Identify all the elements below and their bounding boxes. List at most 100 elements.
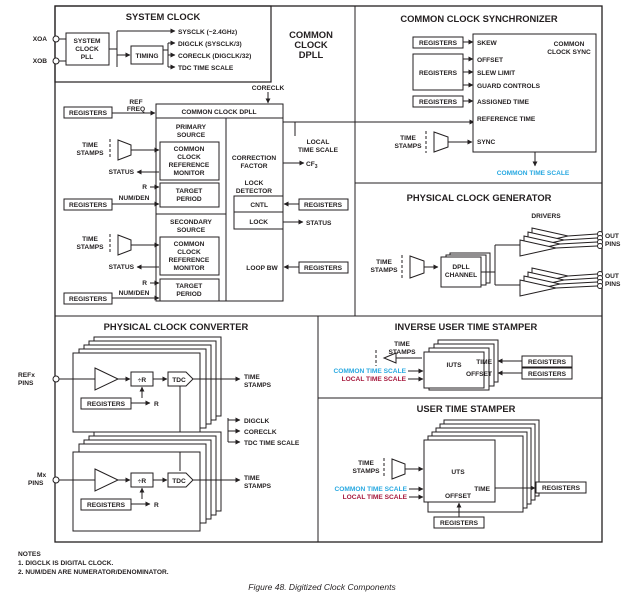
registers-offset-group — [412, 53, 464, 91]
svg-text:CNTL: CNTL — [250, 202, 268, 209]
iuts-output-arrow — [375, 350, 422, 366]
svg-text:TARGET: TARGET — [176, 188, 203, 195]
svg-text:TIME: TIME — [82, 142, 98, 149]
svg-text:STATUS: STATUS — [109, 169, 135, 176]
svg-text:REGISTERS: REGISTERS — [304, 265, 343, 272]
mx-pin — [52, 476, 60, 484]
out-pins-top-2: PINS — [605, 241, 621, 248]
svg-text:STAMPS: STAMPS — [77, 150, 105, 157]
svg-text:TIME: TIME — [358, 460, 374, 467]
svg-text:REGISTERS: REGISTERS — [528, 371, 567, 378]
svg-text:MONITOR: MONITOR — [173, 170, 204, 177]
svg-text:REGISTERS: REGISTERS — [419, 40, 458, 47]
uts-block — [423, 439, 496, 503]
svg-text:REGISTERS: REGISTERS — [87, 401, 126, 408]
svg-text:IUTS: IUTS — [446, 362, 462, 369]
system-clock-title: SYSTEM CLOCK — [126, 11, 201, 22]
drivers-stack-bottom — [519, 267, 603, 297]
converter-upper-block — [72, 352, 201, 433]
converter-upper-buffer — [94, 367, 120, 391]
converter-digclk: DIGCLK — [244, 418, 270, 425]
primary-reference-monitor — [159, 141, 220, 181]
svg-text:LOCAL: LOCAL — [307, 139, 330, 146]
svg-text:OFFSET: OFFSET — [466, 371, 492, 378]
converter-coreclk: CORECLK — [244, 429, 277, 436]
iuts-common-time-scale: COMMON TIME SCALE — [333, 368, 406, 375]
svg-text:REGISTERS: REGISTERS — [69, 110, 108, 117]
svg-text:SOURCE: SOURCE — [177, 132, 206, 139]
cf3-label: CF3 — [306, 161, 318, 170]
svg-text:REGISTERS: REGISTERS — [69, 202, 108, 209]
svg-text:SYNC: SYNC — [477, 139, 496, 146]
svg-text:NUM/DEN: NUM/DEN — [119, 290, 150, 297]
svg-text:GUARD CONTROLS: GUARD CONTROLS — [477, 83, 541, 90]
converter-title: PHYSICAL CLOCK CONVERTER — [104, 321, 249, 332]
converter-lower-buffer — [94, 468, 120, 492]
synchronizer-title: COMMON CLOCK SYNCHRONIZER — [400, 13, 558, 24]
time-stamps-mux-primary — [109, 139, 160, 161]
svg-text:DETECTOR: DETECTOR — [236, 188, 272, 195]
svg-text:STAMPS: STAMPS — [353, 468, 381, 475]
uts-common-time-scale: COMMON TIME SCALE — [334, 486, 407, 493]
iuts-title: INVERSE USER TIME STAMPER — [395, 321, 538, 332]
mx-pins-2: PINS — [28, 480, 44, 487]
svg-text:FREQ: FREQ — [127, 106, 145, 113]
svg-text:SYSTEM: SYSTEM — [73, 38, 101, 45]
converter-upper-tdc — [167, 371, 194, 387]
svg-text:CLOCK SYNC: CLOCK SYNC — [547, 49, 591, 56]
converter-lower-tdc — [167, 472, 194, 488]
common-dpll-title-3: DPLL — [299, 49, 324, 60]
svg-text:TIME: TIME — [244, 374, 260, 381]
svg-text:STAMPS: STAMPS — [244, 483, 272, 490]
converter-tdc-time-scale: TDC TIME SCALE — [244, 440, 300, 447]
generator-title: PHYSICAL CLOCK GENERATOR — [407, 192, 552, 203]
note-2: 2. NUM/DEN ARE NUMERATOR/DENOMINATOR. — [18, 569, 169, 576]
coreclk-label: CORECLK — [252, 85, 285, 92]
uts-registers-time — [535, 481, 587, 494]
out-pins-bottom-1: OUT — [605, 273, 619, 280]
secondary-reference-monitor — [159, 236, 220, 276]
dpll-block-title: COMMON CLOCK DPLL — [181, 109, 256, 116]
refx-pins-2: PINS — [18, 380, 34, 387]
svg-text:REGISTERS: REGISTERS — [528, 359, 567, 366]
svg-text:TIME: TIME — [476, 359, 492, 366]
svg-text:TIME: TIME — [82, 236, 98, 243]
sync-common-time-scale: COMMON TIME SCALE — [497, 170, 570, 177]
svg-text:CLOCK: CLOCK — [177, 249, 201, 256]
dpll-channel-block — [440, 256, 482, 288]
out-pins-bottom-2: PINS — [605, 281, 621, 288]
iuts-block — [423, 351, 485, 389]
svg-text:÷R: ÷R — [138, 478, 147, 485]
refx-pins-1: REFx — [18, 372, 35, 379]
svg-text:UTS: UTS — [451, 469, 465, 476]
coreclk-output: CORECLK (DIGCLK/32) — [178, 53, 251, 60]
svg-text:REGISTERS: REGISTERS — [87, 502, 126, 509]
svg-text:LOCK: LOCK — [249, 219, 268, 226]
xob-label: XOB — [33, 58, 48, 65]
svg-text:LOOP BW: LOOP BW — [246, 265, 278, 272]
tdc-time-scale-output: TDC TIME SCALE — [178, 65, 234, 72]
svg-text:FACTOR: FACTOR — [241, 163, 268, 170]
svg-text:STAMPS: STAMPS — [244, 382, 272, 389]
svg-text:STAMPS: STAMPS — [395, 143, 423, 150]
svg-text:TIME: TIME — [400, 135, 416, 142]
svg-text:STATUS: STATUS — [306, 220, 332, 227]
svg-text:R: R — [142, 184, 147, 191]
svg-text:REFERENCE: REFERENCE — [169, 257, 210, 264]
system-clock-pll — [65, 32, 110, 66]
svg-text:CHANNEL: CHANNEL — [445, 272, 477, 279]
secondary-target-period — [159, 278, 220, 302]
common-clock-sync-block — [472, 33, 597, 153]
svg-text:TIME: TIME — [394, 341, 410, 348]
svg-text:COMMON: COMMON — [554, 41, 585, 48]
refx-pin — [52, 375, 60, 383]
svg-text:R: R — [142, 280, 147, 287]
svg-text:DRIVERS: DRIVERS — [531, 213, 561, 220]
svg-text:REF: REF — [129, 99, 142, 106]
svg-text:SOURCE: SOURCE — [177, 227, 206, 234]
time-stamps-mux-sync — [425, 131, 473, 153]
svg-text:TDC: TDC — [172, 478, 186, 485]
svg-text:TARGET: TARGET — [176, 283, 203, 290]
mx-pins-1: Mx — [37, 472, 46, 479]
